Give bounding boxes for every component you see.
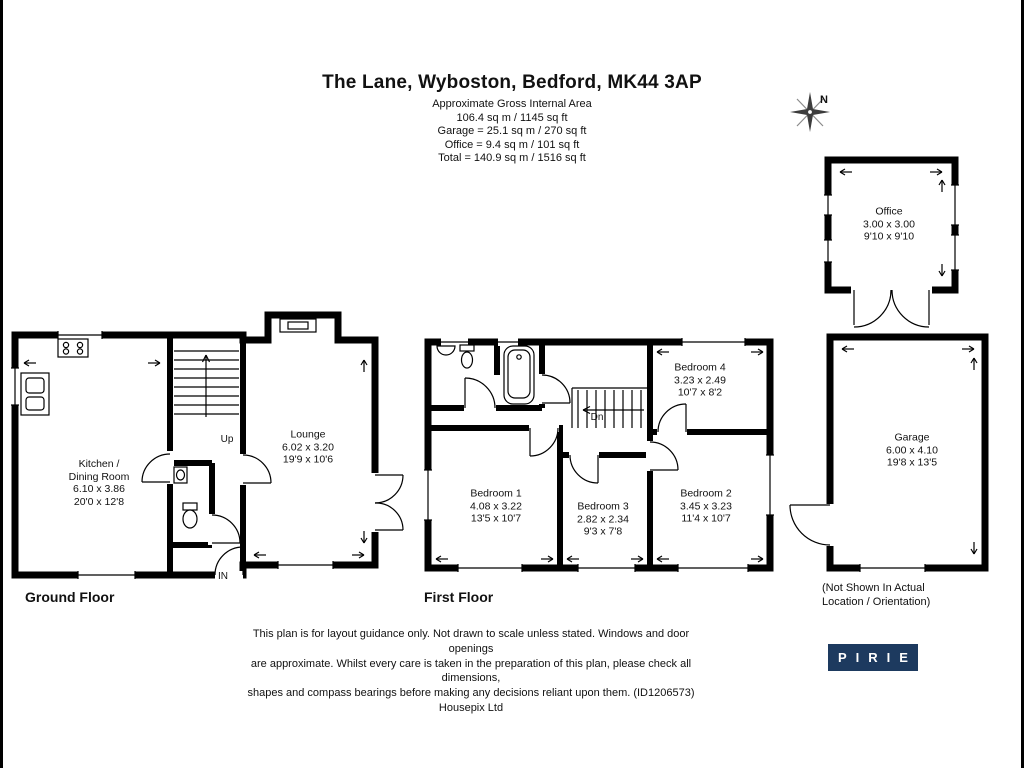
area-line: Garage = 25.1 sq m / 270 sq ft	[437, 125, 587, 137]
interior-walls	[428, 342, 770, 568]
room-label-office: Office 3.00 x 3.00 9'10 x 9'10	[863, 205, 915, 243]
room-dim-imperial: 20'0 x 12'8	[73, 495, 125, 508]
room-label-bedroom2: Bedroom 2 3.45 x 3.23 11'4 x 10'7	[680, 487, 732, 525]
room-label-kitchen: Kitchen / Dining Room 6.10 x 3.86 20'0 x…	[69, 458, 130, 508]
fireplace-icon	[279, 318, 317, 333]
hob-icon	[57, 338, 89, 358]
area-line: 106.4 sq m / 1145 sq ft	[456, 111, 568, 124]
room-label-bedroom1: Bedroom 1 4.08 x 3.22 13'5 x 10'7	[470, 487, 522, 525]
page-title: The Lane, Wyboston, Bedford, MK44 3AP	[322, 72, 702, 93]
area-line: Total = 140.9 sq m / 1516 sq ft	[438, 152, 586, 164]
note-line: Location / Orientation)	[822, 596, 931, 608]
room-name: Kitchen /	[78, 458, 120, 470]
garage-plan	[789, 333, 989, 572]
pirie-logo: PIRIE	[828, 644, 918, 671]
area-summary: Approximate Gross Internal Area 106.4 sq…	[0, 98, 1024, 166]
bathtub-icon	[503, 345, 535, 405]
room-name: Dining Room	[68, 470, 130, 483]
stairs-up-label: Up	[220, 433, 234, 445]
toilet-icon	[459, 344, 475, 369]
area-line: Approximate Gross Internal Area	[432, 98, 592, 110]
room-label-garage: Garage 6.00 x 4.10 19'8 x 13'5	[886, 431, 938, 469]
room-dim-metric: 4.08 x 3.22	[470, 499, 522, 512]
stairs-down	[571, 387, 650, 428]
office-plan	[824, 156, 959, 328]
windows	[11, 331, 334, 579]
stairs-down-label: Dn	[590, 411, 604, 423]
ground-floor-plan	[11, 311, 404, 579]
page-edge-right	[1021, 0, 1024, 768]
compass-rose-icon	[790, 92, 830, 132]
first-floor-label: First Floor	[424, 589, 494, 605]
wc-basin-icon	[173, 466, 188, 484]
room-name: Bedroom 3	[577, 500, 629, 513]
windows	[824, 184, 959, 271]
entrance-label: IN	[218, 570, 228, 582]
room-name: Bedroom 1	[470, 487, 522, 500]
room-dim-imperial: 10'7 x 8'2	[677, 386, 723, 399]
room-dim-metric: 3.00 x 3.00	[863, 217, 915, 230]
room-name: Bedroom 4	[674, 361, 726, 374]
disclaimer-line: shapes and compass bearings before makin…	[247, 687, 695, 700]
room-name: Bedroom 2	[680, 487, 732, 500]
room-dim-imperial: 11'4 x 10'7	[681, 512, 731, 525]
page-edge-left	[0, 0, 3, 768]
bathroom-sink-icon	[436, 345, 456, 356]
room-dim-metric: 6.10 x 3.86	[73, 483, 125, 495]
doors	[464, 374, 687, 484]
room-dim-imperial: 9'10 x 9'10	[863, 230, 915, 243]
room-label-lounge: Lounge 6.02 x 3.20 19'9 x 10'6	[282, 428, 334, 466]
room-dim-metric: 6.00 x 4.10	[886, 443, 938, 456]
room-dim-metric: 3.23 x 2.49	[674, 373, 726, 386]
room-label-bedroom3: Bedroom 3 2.82 x 2.34 9'3 x 7'8	[577, 500, 629, 538]
room-label-bedroom4: Bedroom 4 3.23 x 2.49 10'7 x 8'2	[674, 361, 726, 399]
disclaimer-line: are approximate. Whilst every care is ta…	[250, 657, 692, 685]
room-dim-imperial: 19'8 x 13'5	[886, 456, 938, 469]
room-dim-metric: 3.45 x 3.23	[680, 499, 732, 512]
disclaimer-line: This plan is for layout guidance only. N…	[252, 628, 690, 655]
toilet-icon	[182, 502, 198, 529]
disclaimer-line: Housepix Ltd	[438, 701, 504, 714]
garage-location-note: (Not Shown In Actual Location / Orientat…	[822, 581, 930, 609]
room-name: Garage	[894, 431, 930, 444]
disclaimer: This plan is for layout guidance only. N…	[230, 627, 712, 716]
note-line: (Not Shown In Actual	[822, 582, 925, 594]
windows	[424, 338, 774, 572]
compass-north-label: N	[820, 94, 828, 106]
room-dim-imperial: 13'5 x 10'7	[470, 512, 522, 525]
room-name: Office	[875, 205, 903, 218]
room-dim-imperial: 9'3 x 7'8	[583, 525, 623, 538]
kitchen-sink-icon	[20, 372, 50, 416]
windows	[859, 564, 926, 572]
room-dim-metric: 6.02 x 3.20	[282, 440, 334, 453]
doors	[789, 504, 834, 546]
room-dim-metric: 2.82 x 2.34	[577, 512, 629, 525]
doors	[141, 451, 404, 579]
ground-floor-label: Ground Floor	[25, 589, 115, 605]
doors	[851, 286, 932, 328]
stairs-up	[174, 350, 239, 417]
area-line: Office = 9.4 sq m / 101 sq ft	[444, 138, 580, 151]
room-name: Lounge	[290, 428, 326, 441]
first-floor-plan	[424, 338, 774, 572]
room-dim-imperial: 19'9 x 10'6	[282, 453, 334, 466]
